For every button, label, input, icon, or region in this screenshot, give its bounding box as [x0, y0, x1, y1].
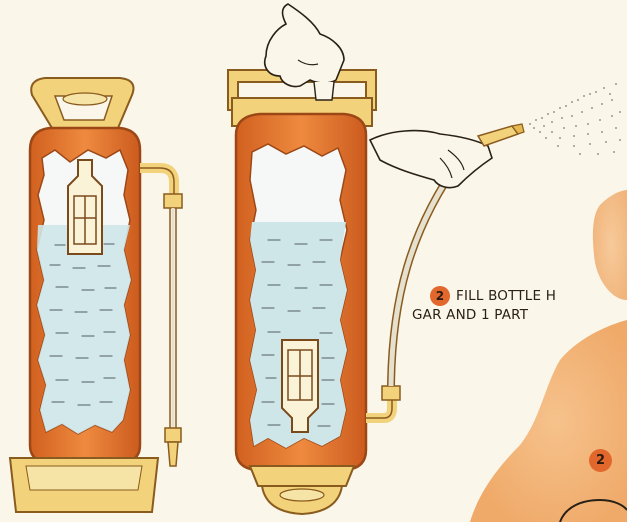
background-blobs: [470, 190, 627, 522]
caption-line-2: GAR AND 1 PART: [412, 306, 627, 325]
step-number-badge-bottom: 2: [589, 449, 612, 472]
left-extinguisher: [10, 78, 182, 512]
hand-top: [265, 4, 344, 100]
step-caption: 2 FILL BOTTLE H GAR AND 1 PART: [412, 286, 627, 325]
caption-line-1: FILL BOTTLE H: [456, 288, 556, 304]
step-number-badge: 2: [430, 286, 450, 306]
hand-nozzle: [370, 124, 524, 188]
spray-mist: [529, 83, 621, 155]
